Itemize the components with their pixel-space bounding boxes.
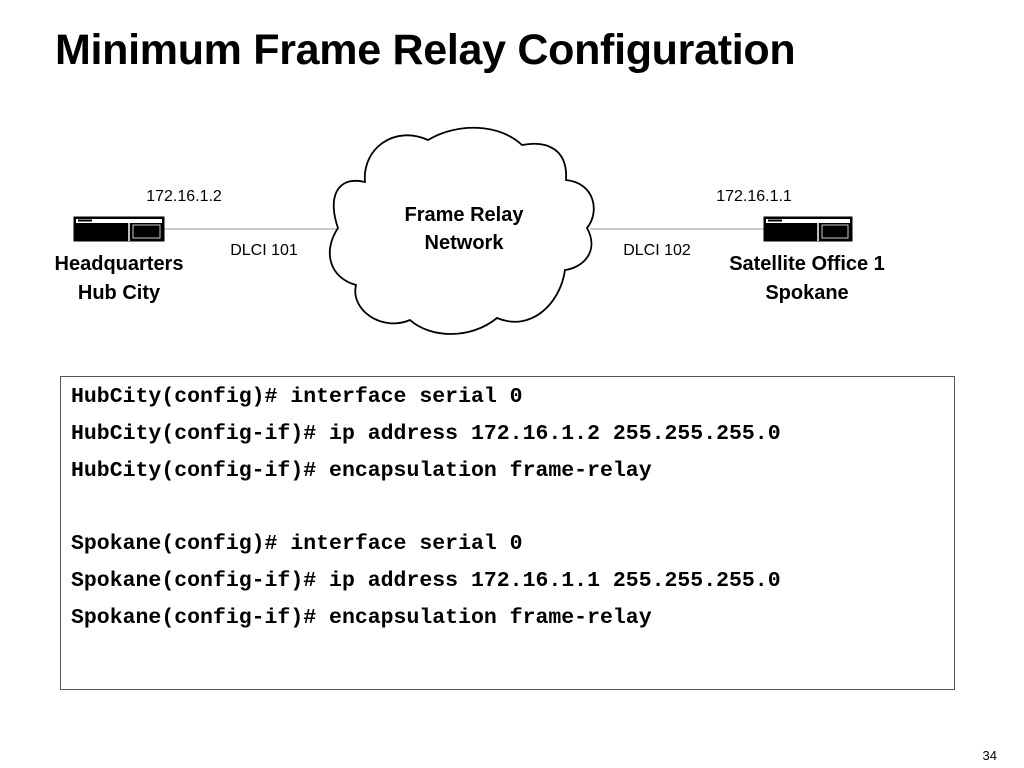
router-icon (763, 216, 853, 242)
network-diagram: Frame Relay Network 172.16.1.2 DLCI 101 … (55, 126, 885, 335)
right-router-name-line2: Spokane (765, 282, 848, 304)
config-line: Spokane(config-if)# encapsulation frame-… (71, 606, 652, 630)
right-dlci: DLCI 102 (623, 242, 691, 259)
frame-relay-cloud (329, 126, 595, 335)
left-router-ip: 172.16.1.2 (146, 188, 222, 205)
router-icon (73, 216, 165, 242)
config-line: HubCity(config-if)# encapsulation frame-… (71, 459, 652, 483)
left-dlci: DLCI 101 (230, 242, 298, 259)
left-router-name-line1: Headquarters (55, 253, 184, 275)
config-line: HubCity(config-if)# ip address 172.16.1.… (71, 422, 781, 446)
cloud-label-line1: Frame Relay (405, 204, 525, 226)
right-router-name-line1: Satellite Office 1 (729, 253, 885, 275)
config-code-box: HubCity(config)# interface serial 0 HubC… (60, 376, 955, 690)
cloud-label-line2: Network (425, 232, 505, 254)
page-title: Minimum Frame Relay Configuration (55, 26, 796, 74)
config-line: Spokane(config-if)# ip address 172.16.1.… (71, 569, 781, 593)
config-line: Spokane(config)# interface serial 0 (71, 532, 523, 556)
page-number: 34 (982, 748, 997, 763)
left-router-name-line2: Hub City (78, 282, 161, 304)
right-router-ip: 172.16.1.1 (716, 188, 792, 205)
config-line: HubCity(config)# interface serial 0 (71, 385, 523, 409)
